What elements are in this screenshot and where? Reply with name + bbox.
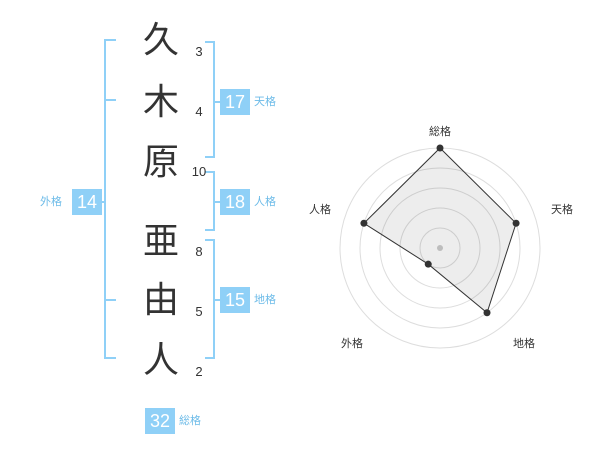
stroke-count-4: 8 bbox=[195, 244, 203, 259]
gaikaku-label: 外格 bbox=[40, 195, 62, 208]
stroke-count-6: 2 bbox=[195, 364, 203, 379]
radar-ring bbox=[359, 167, 521, 329]
radar-point-1 bbox=[512, 219, 520, 227]
radar-point-4 bbox=[360, 219, 368, 227]
chikaku-badge: 15 bbox=[220, 287, 250, 313]
soukaku-label: 総格 bbox=[179, 414, 201, 427]
radar-axis-label-jinkaku: 人格 bbox=[309, 203, 331, 216]
stroke-count-3: 10 bbox=[191, 164, 207, 179]
radar-chart bbox=[339, 144, 541, 349]
radar-axis-label-gaikaku: 外格 bbox=[341, 337, 363, 350]
name-char-5: 由 bbox=[142, 280, 179, 321]
radar-center bbox=[437, 245, 443, 251]
gaikaku-bracket bbox=[104, 39, 116, 359]
name-char-6: 人 bbox=[142, 340, 179, 381]
jinkaku-label: 人格 bbox=[254, 195, 276, 208]
soukaku-badge: 32 bbox=[145, 408, 175, 434]
radar-value-polygon bbox=[363, 147, 517, 314]
jinkaku-badge: 18 bbox=[220, 189, 250, 215]
radar-ring bbox=[399, 207, 481, 289]
tenkaku-bracket bbox=[205, 41, 215, 158]
stroke-count-2: 4 bbox=[195, 104, 203, 119]
radar-axis-label-chikaku: 地格 bbox=[513, 337, 535, 350]
radar-ring bbox=[419, 227, 461, 269]
radar-axis-label-soukaku: 総格 bbox=[429, 125, 451, 138]
stroke-count-5: 5 bbox=[195, 304, 203, 319]
radar-axis-label-tenkaku: 天格 bbox=[551, 203, 573, 216]
name-char-1: 久 bbox=[142, 20, 179, 61]
name-char-4: 亜 bbox=[142, 221, 179, 262]
tenkaku-badge: 17 bbox=[220, 89, 250, 115]
gaikaku-badge: 14 bbox=[72, 189, 102, 215]
stroke-count-1: 3 bbox=[195, 44, 203, 59]
radar-point-0 bbox=[436, 144, 444, 152]
chikaku-label: 地格 bbox=[254, 293, 276, 306]
radar-ring bbox=[379, 187, 501, 309]
radar-point-3 bbox=[424, 260, 432, 268]
radar-point-2 bbox=[483, 309, 491, 317]
name-char-2: 木 bbox=[142, 82, 179, 123]
tenkaku-label: 天格 bbox=[254, 95, 276, 108]
jinkaku-bracket bbox=[205, 171, 215, 231]
name-char-3: 原 bbox=[142, 142, 179, 183]
